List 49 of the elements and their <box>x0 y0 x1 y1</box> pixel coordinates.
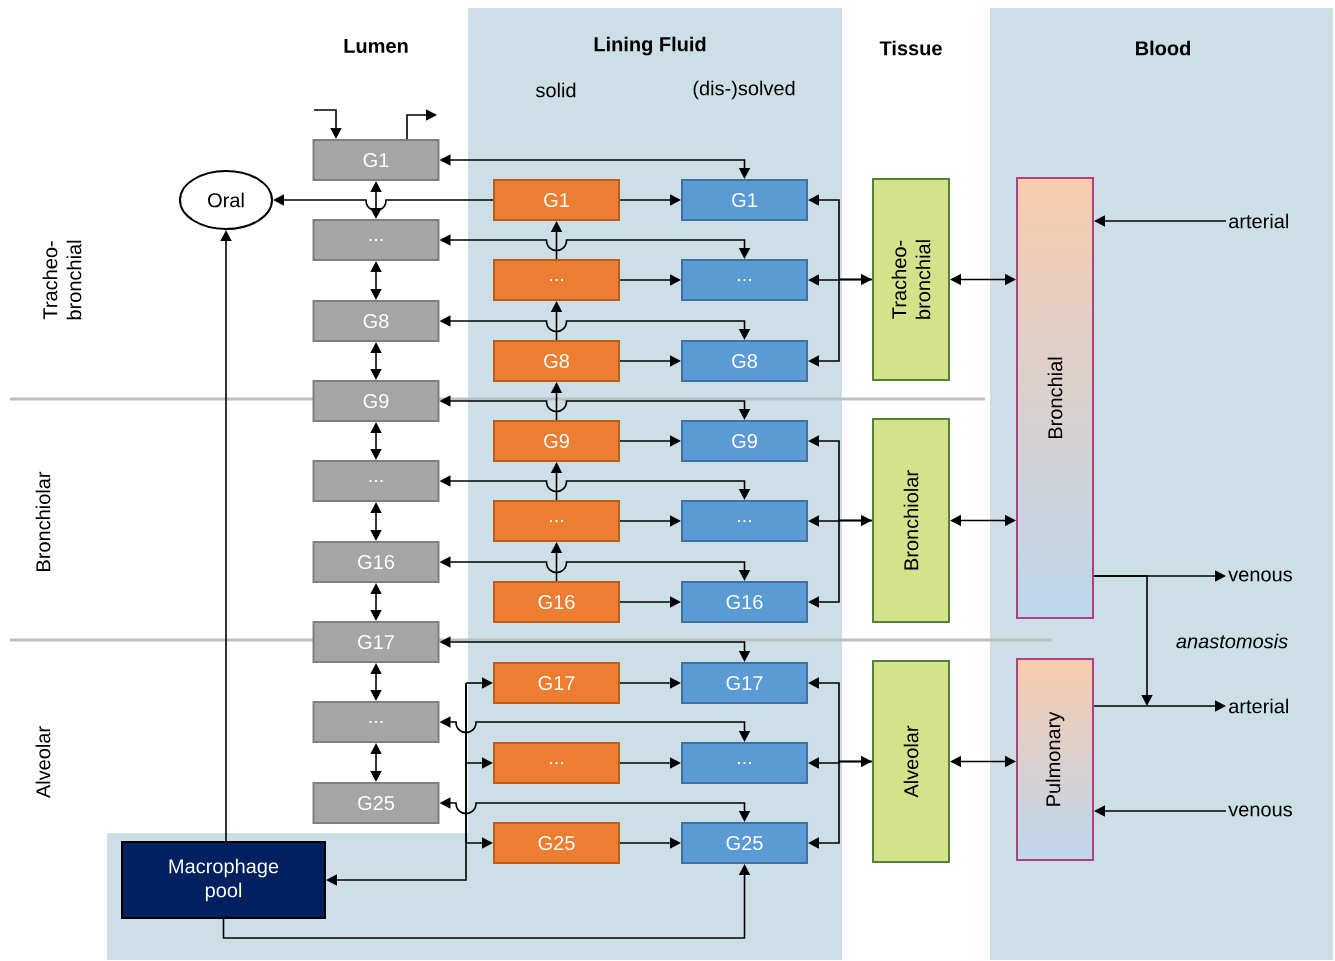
compartment-box: G25 <box>681 822 808 864</box>
arrow <box>406 109 437 140</box>
compartment-box: G25 <box>312 782 440 824</box>
compartment-box: ... <box>493 742 620 784</box>
compartment-box: G8 <box>312 300 440 342</box>
compartment-box: ... <box>493 259 620 301</box>
compartment-box: G16 <box>312 541 440 583</box>
region-label: Bronchiolar <box>35 471 51 571</box>
compartment-box: G16 <box>493 581 620 623</box>
column-heading: Lumen <box>344 39 408 53</box>
compartment-box: ... <box>493 500 620 542</box>
column-heading: Tissue <box>879 40 942 56</box>
region-label: Alveolar <box>35 726 51 799</box>
tissue-box: Bronchiolar <box>872 418 950 623</box>
blood-vessel-box: Bronchial <box>1016 177 1094 619</box>
sub-heading: solid <box>536 82 576 98</box>
column-heading: Blood <box>1136 40 1191 56</box>
compartment-box: ... <box>312 219 440 261</box>
macrophage-box: Macrophage pool <box>121 841 326 919</box>
compartment-box: G17 <box>681 662 808 704</box>
tissue-box: Alveolar <box>872 660 950 863</box>
compartment-box: G8 <box>493 340 620 382</box>
compartment-box: G1 <box>493 179 620 221</box>
compartment-box: G17 <box>312 621 440 663</box>
compartment-box: G9 <box>681 420 808 462</box>
column-heading: Lining Fluid <box>594 36 706 56</box>
arrow <box>465 677 493 689</box>
compartment-box: G9 <box>312 380 440 422</box>
compartment-box: G17 <box>493 662 620 704</box>
region-label: Tracheo- bronchial <box>42 240 82 320</box>
flow-label: arterial <box>1229 698 1288 714</box>
flow-label: arterial <box>1229 213 1288 229</box>
compartment-box: G8 <box>681 340 808 382</box>
compartment-box: ... <box>681 500 808 542</box>
compartment-box: ... <box>681 259 808 301</box>
compartment-box: G1 <box>681 179 808 221</box>
sub-heading: (dis-)solved <box>693 80 795 100</box>
compartment-box: ... <box>312 460 440 502</box>
compartment-box: G1 <box>312 139 440 181</box>
tissue-box: Tracheo- bronchial <box>872 178 950 381</box>
arrow <box>1093 700 1226 712</box>
compartment-box: ... <box>681 742 808 784</box>
blood-vessel-box: Pulmonary <box>1016 658 1094 861</box>
flow-label: venous <box>1228 570 1292 582</box>
compartment-box: G16 <box>681 581 808 623</box>
compartment-box: G9 <box>493 420 620 462</box>
compartment-box: G25 <box>493 822 620 864</box>
compartment-box: ... <box>312 701 440 743</box>
flow-label: venous <box>1228 805 1292 817</box>
